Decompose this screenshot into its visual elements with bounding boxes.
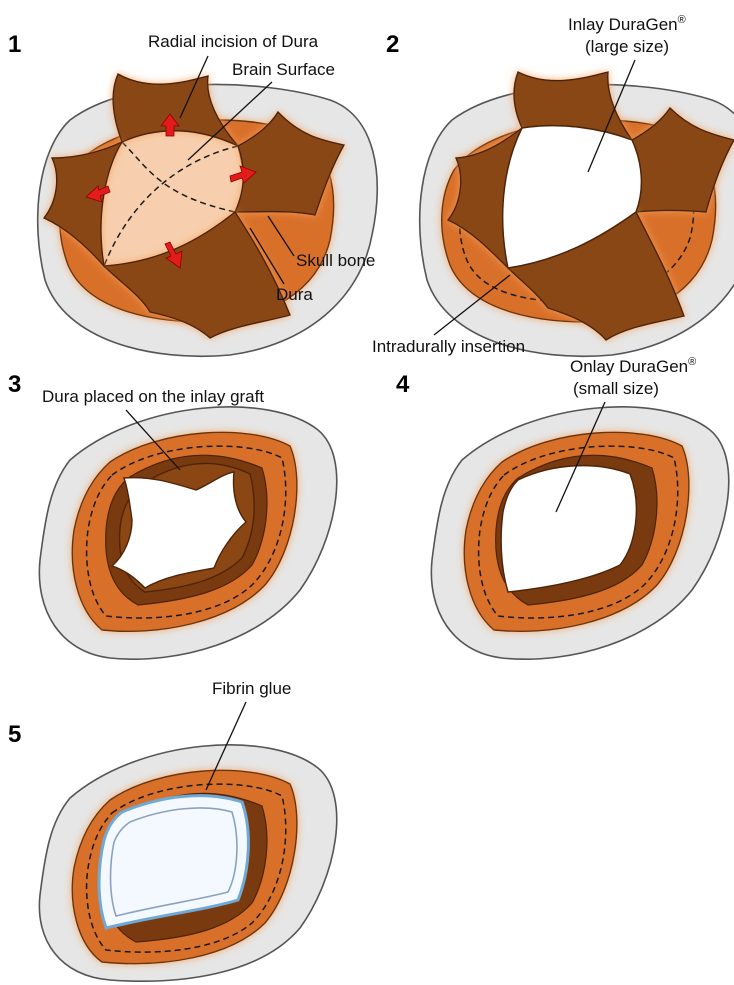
panel-3-number: 3 xyxy=(8,371,21,398)
label-intradurally-insertion: Intradurally insertion xyxy=(372,337,525,356)
panel-3: 3 Dura placed on the inlay graft xyxy=(8,371,337,659)
label-onlay-duragen-text: Onlay DuraGen xyxy=(570,357,688,376)
label-inlay-registered: ® xyxy=(678,14,686,26)
label-brain-surface: Brain Surface xyxy=(232,60,335,79)
label-radial-incision: Radial incision of Dura xyxy=(148,32,319,51)
panel-2-number: 2 xyxy=(386,31,399,58)
label-onlay-duragen: Onlay DuraGen® xyxy=(570,356,696,376)
label-fibrin-glue: Fibrin glue xyxy=(212,679,291,698)
panel-5-number: 5 xyxy=(8,721,21,748)
label-inlay-duragen-text: Inlay DuraGen xyxy=(568,15,678,34)
label-dura-placed: Dura placed on the inlay graft xyxy=(42,387,264,406)
label-onlay-size: (small size) xyxy=(573,379,659,398)
label-inlay-duragen: Inlay DuraGen® xyxy=(568,14,686,34)
label-inlay-size: (large size) xyxy=(585,37,669,56)
panel-4: 4 Onlay DuraGen® (small size) xyxy=(396,356,729,659)
label-onlay-registered: ® xyxy=(688,356,696,368)
panel-1: 1 Radial incision of Dura Brain Surface … xyxy=(8,31,377,356)
panel-5: 5 Fibrin glue xyxy=(8,679,337,981)
panel-1-number: 1 xyxy=(8,31,21,58)
label-dura: Dura xyxy=(276,285,313,304)
panel-4-number: 4 xyxy=(396,371,410,398)
label-skull-bone: Skull bone xyxy=(296,251,375,270)
panel-2: 2 Inlay DuraGen® (large size) Intradural… xyxy=(372,14,734,356)
